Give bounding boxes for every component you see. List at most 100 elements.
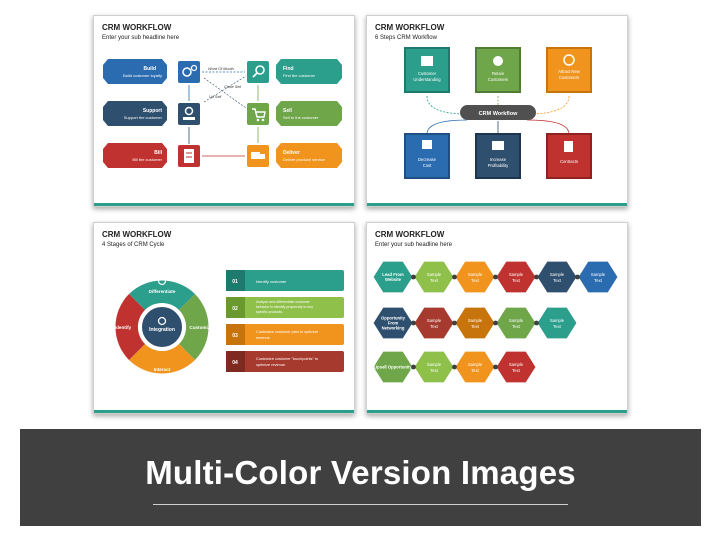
search-icon (247, 61, 269, 83)
hexagon-label: Sample (468, 318, 483, 323)
hexagon (454, 260, 496, 294)
hexagon (413, 306, 455, 340)
hexagon (413, 260, 455, 294)
build-title: Build (144, 66, 157, 72)
hexagon (454, 306, 496, 340)
tile-attract-new-customers: Attract New Customers (546, 47, 592, 93)
ring-label-interact: Interact (154, 367, 171, 372)
hexagon-label: Lead From (382, 272, 404, 277)
step-text: Customize customer "touchpoints" to (256, 357, 318, 361)
label-customers: Customers (488, 77, 508, 82)
slide-title: CRM WORKFLOW (375, 23, 445, 32)
cart-icon (247, 103, 269, 125)
hexagon-label: Text (430, 324, 439, 329)
support-box: Support Support the customer (103, 101, 167, 126)
hexagon-label: Text (430, 368, 439, 373)
hexagon-label: Sample (468, 362, 483, 367)
slide-crm-workflow-2[interactable]: CRM WORKFLOW 6 Steps CRM Workflow Custom… (366, 15, 628, 207)
six-step-diagram: Customer Understanding Retain Customers … (404, 47, 592, 179)
support-desc: Support the customer (124, 115, 163, 120)
sun-icon (157, 276, 167, 286)
label-customers-2: Customers (559, 75, 579, 80)
label-contracts: Contracts (560, 159, 578, 164)
slide-crm-workflow-4[interactable]: CRM WORKFLOW Enter your sub headline her… (366, 222, 628, 414)
hexagon-label: Sample (509, 362, 524, 367)
hexagon-label: Sample (550, 272, 565, 277)
hexagon-label: Sample (468, 272, 483, 277)
hexagon (536, 306, 578, 340)
up-sell-label: Up Sell (209, 95, 221, 99)
step-03: 03 Customize customer plan to optimize r… (226, 324, 344, 345)
step-04: 04 Customize customer "touchpoints" to o… (226, 351, 344, 372)
integration-center (140, 305, 184, 349)
bill-box: Bill Bill the customer (103, 143, 167, 168)
slide-title: CRM WORKFLOW (102, 23, 172, 32)
slide-subtitle: Enter your sub headline here (102, 35, 180, 41)
chevron-connector-icon (534, 320, 539, 326)
label-cost: Cost (423, 163, 432, 168)
bill-title: Bill (154, 150, 162, 156)
hexagon-label: Text (594, 278, 603, 283)
crm-workflow-pill (460, 105, 536, 120)
hexagon-label: Text (430, 278, 439, 283)
segment-customize (179, 294, 209, 360)
tile-decrease-cost: Decrease Cost (404, 133, 450, 179)
footer-divider (153, 504, 568, 505)
gear-icon (157, 316, 167, 326)
slide-crm-workflow-1[interactable]: CRM WORKFLOW Enter your sub headline her… (93, 15, 355, 207)
deliver-desc: Deliver product/ service (283, 157, 326, 162)
ring-label-differentiate: Differentiate (149, 289, 176, 294)
label-retain: Retain (492, 71, 505, 76)
step-number: 02 (232, 306, 238, 312)
slide-accent-bar (94, 410, 354, 413)
hexagon (495, 350, 537, 384)
find-title: Find (283, 66, 294, 72)
step-01: 01 Identify customer (226, 270, 344, 291)
deliver-title: Deliver (283, 150, 300, 156)
hexagon-label: Opportunity (381, 315, 406, 320)
sell-title: Sell (283, 108, 293, 114)
step-text: specific products. (256, 310, 283, 314)
tile-contracts: Contracts (546, 133, 592, 179)
hexagon-label: Text (512, 324, 521, 329)
slide-crm-workflow-3[interactable]: CRM WORKFLOW 4 Stages of CRM Cycle Integ… (93, 222, 355, 414)
find-desc: Find the customer (283, 73, 316, 78)
hexagon (454, 350, 496, 384)
ring-label-identify: Identify (115, 325, 132, 330)
workflow-diagram: Build Build customer loyalty Support Sup… (103, 59, 342, 168)
hexagon (372, 306, 414, 340)
slide-title: CRM WORKFLOW (375, 230, 445, 239)
sell-box: Sell Sell to the customer (276, 101, 342, 126)
label-profitability: Profitability (488, 163, 509, 168)
footer-title: Multi-Color Version Images (145, 454, 576, 491)
close-sell-label: Close Sell (224, 85, 241, 89)
crm-cycle-diagram: Integration Differentiate Customize Inte… (115, 270, 344, 374)
hexagon-label: Text (512, 278, 521, 283)
find-box: Find Find the customer (276, 59, 342, 84)
slide-subtitle: Enter your sub headline here (375, 242, 453, 248)
tile-increase-profitability: Increase Profitability (475, 133, 521, 179)
hexagon-label: Upsell Opportunity (374, 365, 412, 370)
hexagon-label: Sample (509, 272, 524, 277)
slide-subtitle: 4 Stages of CRM Cycle (102, 242, 165, 248)
word-of-mouth-label: Word Of Mouth (208, 67, 234, 71)
step-number: 01 (232, 279, 238, 285)
bill-desc: Bill the customer (132, 157, 162, 162)
label-customer: Customer (418, 71, 437, 76)
chevron-connector-icon (493, 364, 498, 370)
step-text: optimize revenue. (256, 363, 286, 367)
hexagon-label: Text (553, 324, 562, 329)
tile-retain-customers: Retain Customers (475, 47, 521, 93)
label-understanding: Understanding (413, 77, 441, 82)
chevron-connector-icon (411, 274, 416, 280)
center-label: Integration (149, 327, 175, 333)
support-title: Support (143, 108, 162, 114)
chevron-connector-icon (493, 274, 498, 280)
hexagon-label: Sample (427, 318, 442, 323)
step-text: Identify customer (256, 279, 287, 284)
hexagon-label: From (388, 321, 399, 326)
slide-title: CRM WORKFLOW (102, 230, 172, 239)
hexagon-label: Sample (427, 272, 442, 277)
slide-accent-bar (94, 203, 354, 206)
chevron-connector-icon (411, 320, 416, 326)
